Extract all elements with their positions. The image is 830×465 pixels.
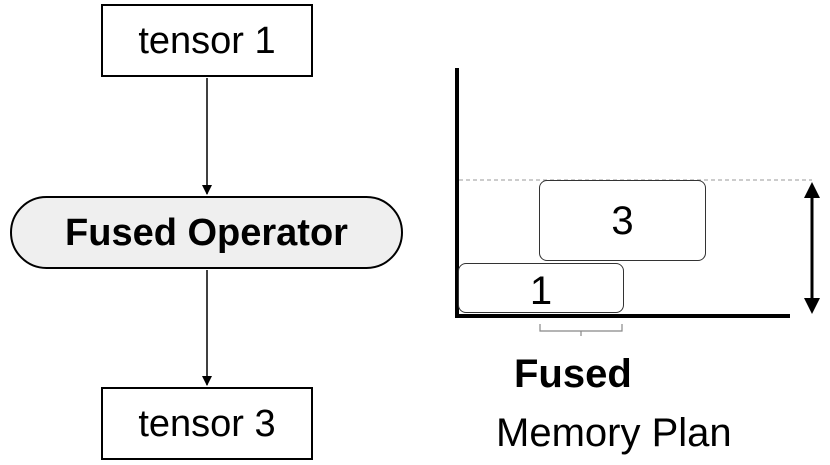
memory-block-1-label: 1 [529, 269, 553, 313]
memory-block-3: 3 [539, 180, 706, 261]
fused-operator-label: Fused Operator [65, 211, 348, 254]
tensor-1-label: tensor 1 [138, 19, 276, 62]
peak-height-arrowhead-bottom [804, 298, 820, 314]
peak-height-arrowhead-top [804, 182, 820, 198]
memory-plan-caption-bold: Fused [514, 352, 632, 396]
memory-block-1: 1 [458, 263, 624, 313]
memory-plan-caption: Memory Plan [496, 411, 732, 455]
overlap-bracket [539, 324, 623, 336]
fused-operator-node: Fused Operator [10, 196, 403, 269]
memory-block-3-label: 3 [611, 198, 634, 243]
tensor-3-label: tensor 3 [138, 402, 276, 445]
tensor-3-node: tensor 3 [101, 387, 313, 460]
tensor-1-node: tensor 1 [101, 4, 313, 77]
